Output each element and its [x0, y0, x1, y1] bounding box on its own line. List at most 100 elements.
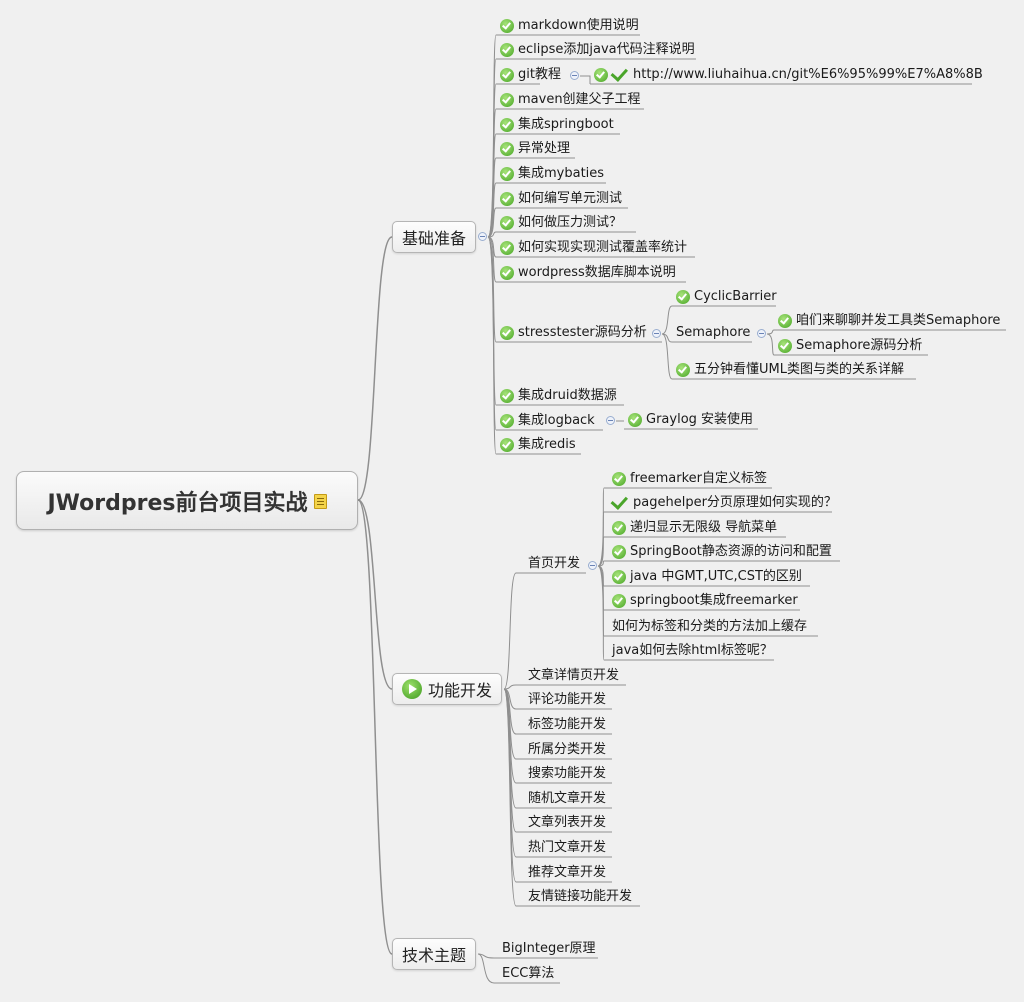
check-icon — [628, 413, 642, 427]
topic-label: 五分钟看懂UML类图与类的关系详解 — [694, 362, 904, 377]
topic-label: 热门文章开发 — [528, 840, 607, 855]
topic-label: springboot集成freemarker — [630, 593, 798, 608]
topic-label: pagehelper分页原理如何实现的？ — [633, 495, 837, 510]
connector — [357, 236, 393, 501]
topic-node[interactable]: java 中GMT,UTC,CST的区别 — [612, 569, 802, 585]
topic-label: 如何做压力测试？ — [518, 215, 623, 230]
connector — [597, 536, 605, 567]
topic-node[interactable]: springboot集成freemarker — [612, 593, 798, 609]
topic-node[interactable]: 咱们来聊聊并发工具类Semaphore — [778, 313, 1000, 329]
topic-node[interactable]: 随机文章开发 — [528, 791, 606, 807]
topic-node[interactable]: 集成druid数据源 — [500, 388, 617, 404]
topic-node[interactable]: 集成springboot — [500, 117, 614, 133]
branch-jichu-zhunbei[interactable]: 基础准备 — [392, 221, 476, 253]
check-icon — [500, 414, 514, 428]
topic-node[interactable]: ECC算法 — [502, 966, 554, 982]
topic-label: http://www.liuhaihua.cn/git%E6%95%99%E7%… — [633, 67, 983, 82]
topic-node[interactable]: eclipse添加java代码注释说明 — [500, 42, 695, 58]
topic-node[interactable]: 文章详情页开发 — [528, 668, 619, 684]
branch-label: 基础准备 — [401, 229, 466, 248]
check-icon — [500, 142, 514, 156]
topic-node[interactable]: 所属分类开发 — [528, 742, 606, 758]
topic-node[interactable]: java如何去除html标签呢？ — [612, 643, 773, 659]
connector — [580, 75, 591, 84]
topic-node[interactable]: pagehelper分页原理如何实现的？ — [610, 492, 837, 511]
check-icon — [778, 339, 792, 353]
topic-node[interactable]: git教程 — [500, 67, 561, 83]
topic-label: 随机文章开发 — [528, 791, 607, 806]
topic-node[interactable]: Graylog 安装使用 — [628, 412, 753, 428]
topic-node[interactable]: 搜索功能开发 — [528, 766, 606, 782]
topic-label: 递归显示无限级 导航菜单 — [630, 520, 778, 535]
topic-node[interactable]: maven创建父子工程 — [500, 92, 641, 108]
connector — [477, 953, 495, 984]
check-icon — [500, 192, 514, 206]
check-icon — [500, 167, 514, 181]
topic-node[interactable]: 友情链接功能开发 — [528, 889, 632, 905]
topic-label: 如何实现实现测试覆盖率统计 — [518, 240, 688, 255]
topic-label: 异常处理 — [518, 141, 571, 156]
check-icon — [500, 93, 514, 107]
branch-label: 技术主题 — [401, 946, 466, 965]
check-icon — [594, 68, 608, 82]
collapse-logback[interactable] — [606, 416, 615, 425]
topic-node[interactable]: wordpress数据库脚本说明 — [500, 265, 676, 281]
topic-label: freemarker自定义标签 — [630, 471, 768, 486]
collapse-stress[interactable] — [652, 329, 661, 338]
topic-node[interactable]: 如何为标签和分类的方法加上缓存 — [612, 619, 807, 635]
collapse-git[interactable] — [570, 71, 579, 80]
topic-node[interactable]: 集成logback — [500, 413, 595, 429]
topic-label: 友情链接功能开发 — [528, 889, 633, 904]
topic-node[interactable]: 热门文章开发 — [528, 840, 606, 856]
topic-node[interactable]: 如何实现实现测试覆盖率统计 — [500, 240, 687, 256]
topic-node[interactable]: SpringBoot静态资源的访问和配置 — [612, 544, 832, 560]
topic-node[interactable]: 标签功能开发 — [528, 717, 606, 733]
topic-node[interactable]: markdown使用说明 — [500, 18, 639, 34]
connector — [597, 565, 605, 661]
check-icon — [612, 570, 626, 584]
topic-label: 推荐文章开发 — [528, 865, 607, 880]
topic-node[interactable]: 如何做压力测试？ — [500, 215, 622, 231]
branch-jishu-zhuti[interactable]: 技术主题 — [392, 938, 476, 970]
checkmark-icon — [610, 64, 629, 82]
topic-node[interactable]: 文章列表开发 — [528, 815, 606, 831]
check-icon — [500, 241, 514, 255]
topic-node[interactable]: CyclicBarrier — [676, 289, 777, 305]
connector — [357, 499, 393, 690]
check-icon — [676, 363, 690, 377]
topic-node[interactable]: freemarker自定义标签 — [612, 471, 767, 487]
collapse-semaphore[interactable] — [757, 329, 766, 338]
topic-label: maven创建父子工程 — [518, 92, 641, 107]
note-icon[interactable] — [313, 494, 327, 509]
topic-node[interactable]: 集成redis — [500, 437, 576, 453]
connector — [503, 688, 517, 907]
topic-node[interactable]: 首页开发 — [528, 556, 580, 572]
topic-label: 搜索功能开发 — [528, 766, 607, 781]
topic-node[interactable]: 五分钟看懂UML类图与类的关系详解 — [676, 362, 904, 378]
topic-node[interactable]: BigInteger原理 — [502, 941, 596, 957]
topic-node[interactable]: 评论功能开发 — [528, 692, 606, 708]
topic-label: 集成druid数据源 — [518, 388, 617, 403]
collapse-shouye[interactable] — [588, 561, 597, 570]
topic-node[interactable]: stresstester源码分析 — [500, 325, 647, 341]
topic-node[interactable]: 如何编写单元测试 — [500, 191, 622, 207]
collapse-jichu[interactable] — [478, 232, 487, 241]
topic-label: 咱们来聊聊并发工具类Semaphore — [796, 313, 1001, 328]
topic-label: eclipse添加java代码注释说明 — [518, 42, 695, 57]
topic-node[interactable]: 推荐文章开发 — [528, 865, 606, 881]
branch-gongneng-kaifa[interactable]: 功能开发 — [392, 673, 502, 705]
link-node[interactable]: http://www.liuhaihua.cn/git%E6%95%99%E7%… — [594, 64, 983, 83]
topic-label: CyclicBarrier — [694, 289, 777, 304]
topic-node[interactable]: 集成mybaties — [500, 166, 604, 182]
topic-node[interactable]: 递归显示无限级 导航菜单 — [612, 520, 777, 536]
topic-node[interactable]: 异常处理 — [500, 141, 570, 157]
root-topic[interactable]: JWordpres前台项目实战 — [16, 471, 358, 530]
check-icon — [612, 545, 626, 559]
semaphore-node[interactable]: Semaphore — [676, 325, 750, 341]
topic-node[interactable]: Semaphore源码分析 — [778, 338, 922, 354]
topic-label: 文章详情页开发 — [528, 668, 620, 683]
check-icon — [778, 314, 792, 328]
topic-label: BigInteger原理 — [502, 941, 596, 956]
play-icon — [401, 679, 422, 699]
